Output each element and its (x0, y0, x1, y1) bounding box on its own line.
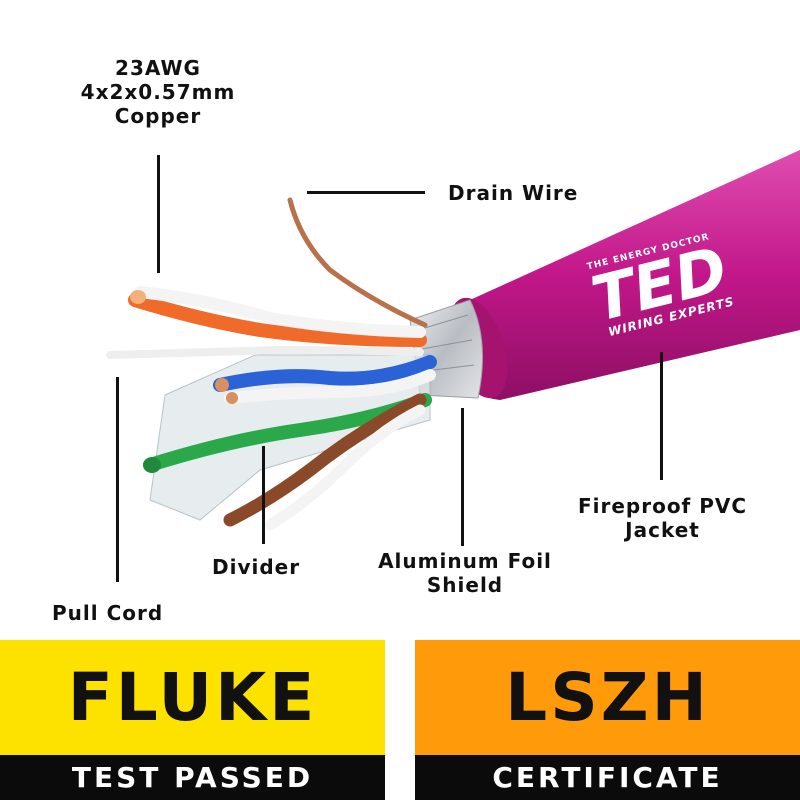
drain-wire-label: Drain Wire (448, 181, 579, 205)
awg-text: 23AWG (115, 56, 201, 80)
orange-pair (128, 286, 427, 347)
drain-wire (287, 197, 428, 328)
leader-pull-cord (116, 377, 119, 582)
dimension-text: 4x2x0.57mm (80, 80, 236, 104)
divider-label: Divider (212, 555, 301, 579)
lszh-badge: LSZH CERTIFICATE (415, 640, 800, 800)
leader-drain-wire (307, 191, 425, 194)
foil-line1: Aluminum Foil (378, 549, 552, 573)
cable-illustration: THE ENERGY DOCTOR TED WIRING EXPERTS 23A… (52, 56, 800, 625)
copper-label: 23AWG 4x2x0.57mm Copper (58, 56, 258, 128)
fluke-title: FLUKE (67, 659, 318, 736)
lszh-title: LSZH (505, 659, 710, 736)
blue-pair (213, 355, 437, 404)
jacket-line2: Jacket (625, 518, 700, 542)
pull-cord-label: Pull Cord (52, 601, 164, 625)
leader-copper (157, 155, 160, 273)
pull-cord-strand (106, 345, 424, 359)
fluke-badge: FLUKE TEST PASSED (0, 640, 385, 800)
fluke-subtitle: TEST PASSED (0, 755, 385, 800)
leader-foil (461, 408, 464, 546)
leader-divider (262, 446, 265, 544)
lszh-subtitle: CERTIFICATE (415, 755, 800, 800)
jacket-label: Fireproof PVC Jacket (555, 494, 770, 542)
cable-graphic: THE ENERGY DOCTOR TED WIRING EXPERTS (106, 150, 800, 531)
jacket-line1: Fireproof PVC (577, 494, 748, 518)
foil-label: Aluminum Foil Shield (360, 549, 570, 597)
leader-jacket (660, 352, 663, 480)
foil-line2: Shield (426, 573, 504, 597)
material-text: Copper (114, 104, 202, 128)
brown-pair (223, 393, 427, 531)
